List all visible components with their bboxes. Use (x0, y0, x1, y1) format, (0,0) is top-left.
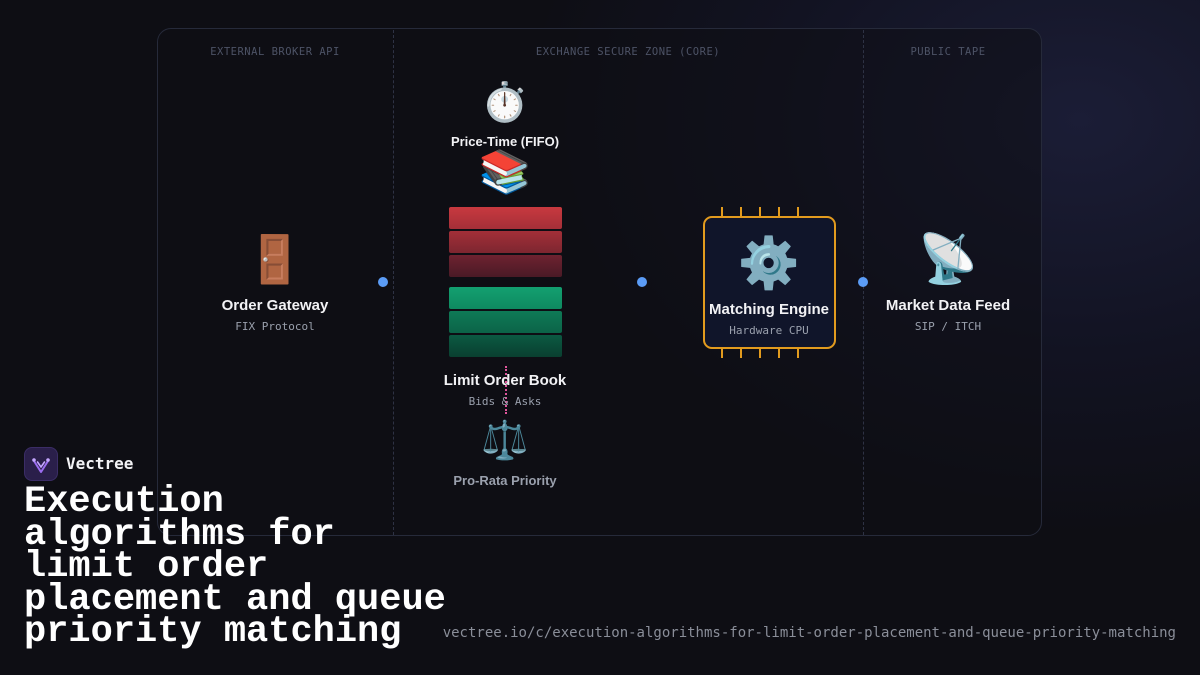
zone-label-external: EXTERNAL BROKER API (210, 46, 340, 58)
chip-pin (778, 349, 780, 358)
connector-dot-book (637, 277, 647, 287)
chip-pin (721, 349, 723, 358)
ask-level-2 (449, 231, 562, 253)
chip-pin (721, 207, 723, 216)
gateway-title: Order Gateway (221, 297, 329, 314)
chip-pin (797, 207, 799, 216)
zone-divider-left (393, 30, 394, 535)
vectree-logo-icon (24, 447, 58, 481)
bid-level-3 (449, 335, 562, 357)
fifo-priority-label: Price-Time (FIFO) (450, 134, 560, 149)
page-title: Execution algorithms for limit order pla… (24, 481, 446, 653)
pro-rata-priority-label: Pro-Rata Priority (453, 473, 557, 488)
gear-icon: ⚙️ (737, 235, 801, 291)
gateway-subtitle: FIX Protocol (235, 320, 315, 333)
books-icon: 📚 (478, 148, 532, 195)
market-data-feed-title: Market Data Feed (885, 297, 1011, 314)
chip-pin (759, 207, 761, 216)
chip-pin (740, 349, 742, 358)
order-book-subtitle: Bids & Asks (468, 395, 542, 408)
chip-pin (797, 349, 799, 358)
matching-engine-chip (703, 216, 836, 349)
balance-scale-icon: ⚖️ (481, 420, 529, 462)
pro-rata-link (505, 366, 507, 414)
zone-label-core: EXCHANGE SECURE ZONE (CORE) (535, 46, 721, 58)
door-icon: 🚪 (246, 233, 304, 285)
ask-level-3 (449, 255, 562, 277)
chip-pin (740, 207, 742, 216)
chip-pin (778, 207, 780, 216)
brand-name: Vectree (66, 454, 134, 473)
ask-level-1 (449, 207, 562, 229)
chip-pin (759, 349, 761, 358)
matching-engine-subtitle: Hardware CPU (729, 324, 809, 337)
connector-dot-gateway (378, 277, 388, 287)
order-book-title: Limit Order Book (443, 372, 567, 389)
market-data-feed-subtitle: SIP / ITCH (914, 320, 982, 333)
diagram-frame (157, 28, 1042, 536)
zone-label-public: PUBLIC TAPE (910, 46, 986, 58)
satellite-dish-icon: 📡 (918, 233, 978, 286)
stopwatch-icon: ⏱️ (481, 82, 529, 124)
bid-level-1 (449, 287, 562, 309)
matching-engine-title: Matching Engine (709, 301, 829, 318)
connector-dot-engine (858, 277, 868, 287)
bid-level-2 (449, 311, 562, 333)
page-url: vectree.io/c/execution-algorithms-for-li… (442, 625, 1176, 641)
